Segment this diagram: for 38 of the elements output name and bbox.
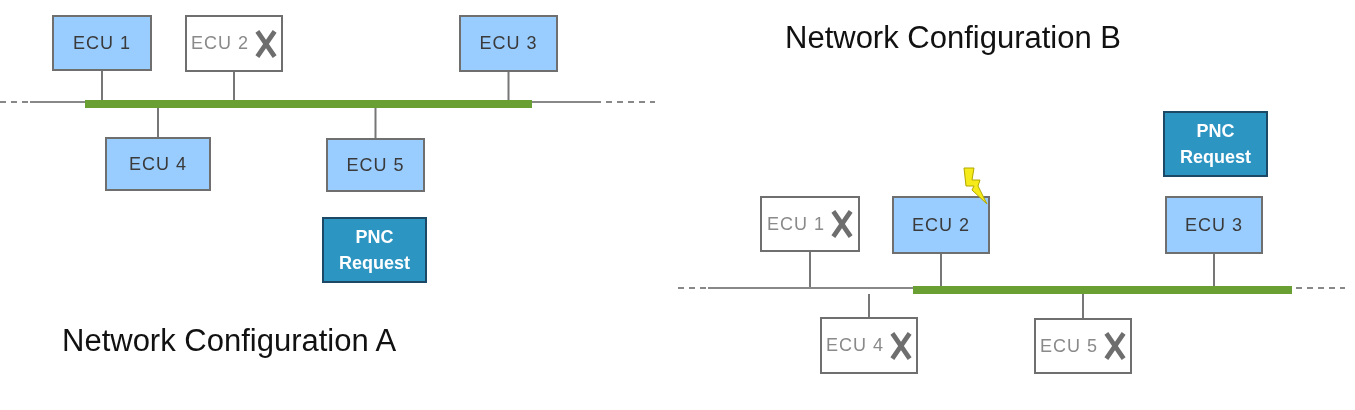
ecu-box (459, 15, 558, 72)
ecu-label: ECU 5 (1040, 335, 1098, 357)
connector-line (101, 70, 103, 103)
ecu-label: ECU 2 (912, 214, 970, 236)
connector-line (233, 71, 235, 103)
bus-line (678, 284, 1345, 294)
connector-line (1082, 293, 1084, 319)
ecu-label: ECU 5 (346, 154, 405, 176)
ecu-box (760, 196, 860, 252)
ecu-box (326, 138, 425, 192)
connector-line (157, 107, 159, 138)
ecu-box (892, 196, 990, 254)
ecu-label: ECU 4 (826, 335, 884, 356)
ecu-box (185, 15, 283, 72)
ecu-label: ECU 3 (479, 33, 538, 54)
ecu-label: ECU 1 (767, 213, 825, 235)
ecu-label: ECU 4 (129, 153, 187, 175)
ecu-box (105, 137, 211, 191)
request-box (1163, 111, 1268, 177)
request-box (322, 217, 427, 283)
ecu-box (1034, 318, 1132, 374)
connector-line (868, 293, 870, 318)
ecu-box (52, 15, 152, 71)
connector-line (809, 251, 811, 289)
ecu-box (1165, 196, 1263, 254)
connector-line (940, 253, 942, 289)
connector-line (1213, 253, 1215, 289)
ecu-box (820, 317, 918, 374)
ecu-label: ECU 2 (191, 33, 249, 54)
ecu-label: ECU 3 (1185, 214, 1243, 236)
connector-line (374, 107, 377, 139)
connector-line (507, 71, 510, 103)
request-label: PNC Request (1179, 120, 1252, 169)
section-heading: Network Configuration A (62, 323, 397, 359)
ecu-label: ECU 1 (73, 32, 131, 54)
request-label: PNC Request (338, 226, 411, 275)
bus-line (0, 98, 655, 108)
section-heading: Network Configuration B (785, 20, 1121, 56)
